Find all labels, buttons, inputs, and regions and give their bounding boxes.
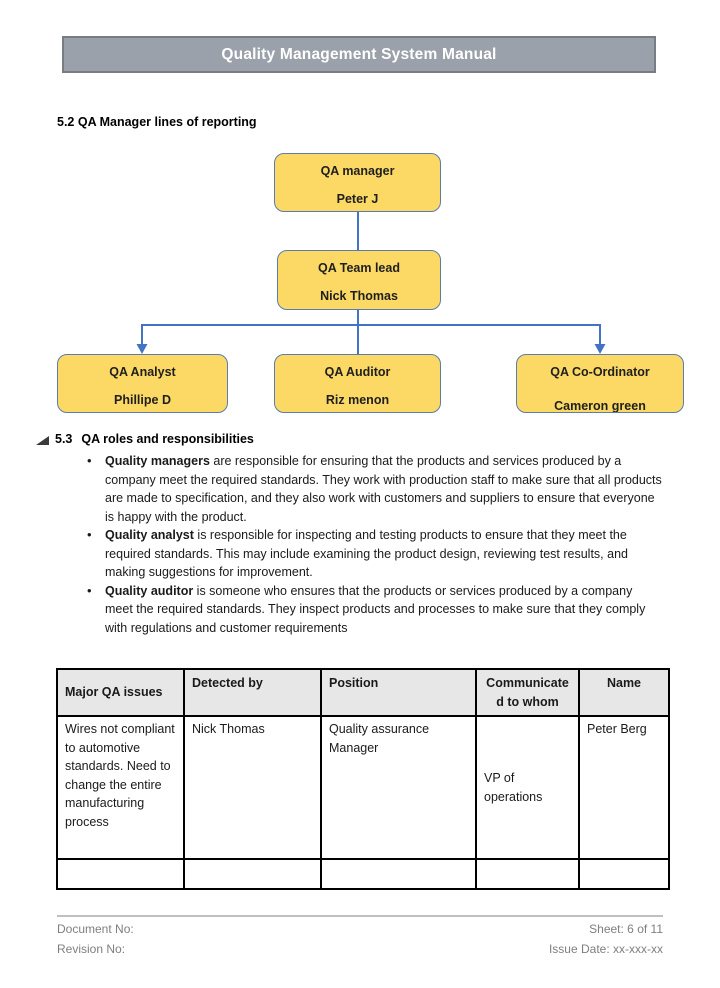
cell-position: Quality assurance Manager [320, 715, 477, 860]
table-row-empty [56, 858, 670, 890]
column-header-communicated-to-whom: Communicated to whom [475, 668, 580, 717]
column-header-detected-by: Detected by [183, 668, 322, 717]
roles-bullet-list: Quality managers are responsible for ens… [86, 452, 662, 637]
column-header-position: Position [320, 668, 477, 717]
org-chart-box-qa-auditor: QA Auditor Riz menon [274, 354, 441, 413]
org-chart-box-qa-team-lead: QA Team lead Nick Thomas [277, 250, 441, 310]
bullet-bold-lead: Quality auditor [105, 583, 194, 598]
bullet-bold-lead: Quality analyst [105, 528, 194, 542]
footer-divider [57, 915, 663, 917]
org-box-name: Phillipe D [114, 393, 171, 407]
footer-document-no-label: Document No: [57, 922, 134, 936]
org-box-title: QA Team lead [318, 261, 400, 275]
org-box-title: QA Analyst [109, 365, 176, 379]
org-chart-box-qa-manager: QA manager Peter J [274, 153, 441, 212]
org-box-name: Peter J [336, 192, 379, 206]
org-chart-box-qa-analyst: QA Analyst Phillipe D [57, 354, 228, 413]
org-box-name: Nick Thomas [320, 289, 398, 303]
bullet-text: is someone who ensures that the products… [105, 583, 646, 635]
document-title: Quality Management System Manual [221, 45, 497, 63]
footer-sheet-label: Sheet: 6 of 11 [589, 922, 663, 936]
cell-empty [183, 858, 322, 890]
cell-detected-by: Nick Thomas [183, 715, 322, 860]
cell-communicated-to-whom: VP of operations [475, 715, 580, 860]
bullet-item-quality-auditor: Quality auditor is someone who ensures t… [86, 582, 662, 638]
org-box-name: Cameron green [554, 399, 646, 413]
org-box-name: Riz menon [325, 393, 390, 407]
arrowhead-right-icon [594, 344, 606, 354]
cell-empty [475, 858, 580, 890]
org-box-title: QA manager [320, 164, 395, 178]
org-box-title: QA Auditor [324, 365, 391, 379]
table-header-row: Major QA issues Detected by Position Com… [56, 668, 670, 717]
arrowhead-left-icon [136, 344, 148, 354]
footer-revision-no-label: Revision No: [57, 942, 126, 956]
column-header-major-qa-issues: Major QA issues [56, 668, 185, 717]
table-row: Wires not compliant to automotive standa… [56, 715, 670, 860]
section-title: QA roles and responsibilities [81, 432, 254, 446]
section-number: 5.3 [55, 432, 73, 446]
org-box-title: QA Co-Ordinator [550, 365, 650, 379]
cell-empty [320, 858, 477, 890]
footer-right: Sheet: 6 of 11 Issue Date: xx-xxx-xx [549, 919, 663, 959]
cell-empty [56, 858, 185, 890]
bullet-text: are responsible for ensuring that the pr… [105, 454, 662, 524]
cell-major-qa-issue: Wires not compliant to automotive standa… [56, 715, 185, 860]
cell-empty [578, 858, 670, 890]
bullet-bold-lead: Quality managers [105, 454, 210, 468]
column-header-name: Name [578, 668, 670, 717]
org-chart-box-qa-coordinator: QA Co-Ordinator Cameron green [516, 354, 684, 413]
cell-name: Peter Berg [578, 715, 670, 860]
bullet-item-quality-analyst: Quality analyst is responsible for inspe… [86, 526, 662, 582]
bullet-text: is responsible for inspecting and testin… [105, 528, 628, 579]
qa-issues-table: Major QA issues Detected by Position Com… [56, 668, 670, 890]
footer-left: Document No: Revision No: [57, 919, 134, 959]
section-5-3-heading: 5.3 QA roles and responsibilities [36, 432, 254, 446]
footer-issue-date-label: Issue Date: xx-xxx-xx [548, 942, 663, 956]
bullet-item-quality-managers: Quality managers are responsible for ens… [86, 452, 662, 526]
document-title-banner: Quality Management System Manual [62, 36, 656, 73]
outline-collapse-triangle-icon[interactable] [36, 436, 49, 445]
section-5-2-heading: 5.2 QA Manager lines of reporting [57, 115, 257, 129]
